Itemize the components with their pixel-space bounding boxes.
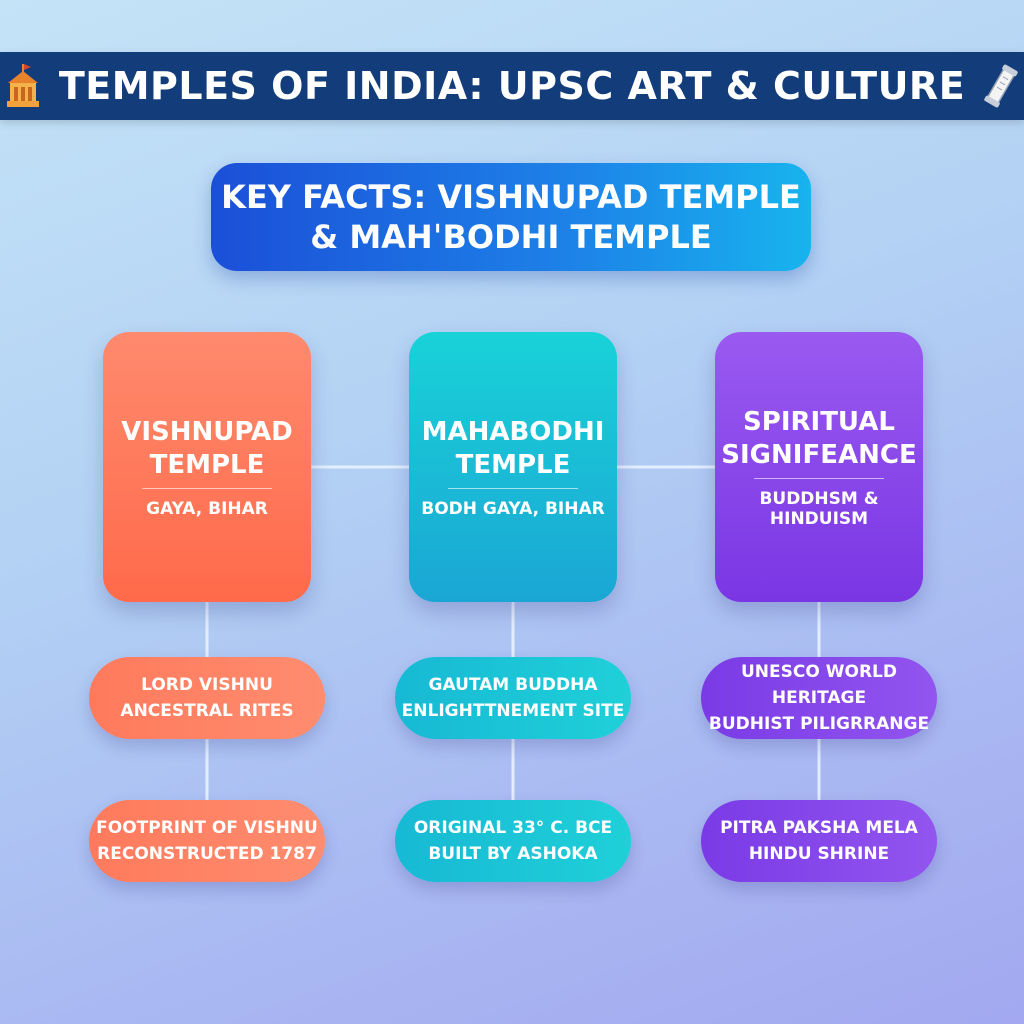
fact-pill: FOOTPRINT OF VISHNU RECONSTRUCTED 1787 xyxy=(89,800,325,882)
scroll-icon xyxy=(984,64,1018,108)
card-spiritual-significance: SPIRITUAL SIGNIFEANCE BUDDHSM & HINDUISM xyxy=(715,332,923,602)
page-title: TEMPLES OF INDIA: UPSC ART & CULTURE xyxy=(58,64,966,108)
card-divider xyxy=(142,487,272,489)
card-subtitle: BODH GAYA, BIHAR xyxy=(421,498,605,519)
card-subtitle: BUDDHSM & HINDUISM xyxy=(759,488,879,529)
key-facts-heading: KEY FACTS: VISHNUPAD TEMPLE & MAHˈBODHI … xyxy=(211,163,811,271)
key-facts-heading-text: KEY FACTS: VISHNUPAD TEMPLE & MAHˈBODHI … xyxy=(221,178,801,256)
card-divider xyxy=(448,487,578,489)
card-vishnupad-temple: VISHNUPAD TEMPLE GAYA, BIHAR xyxy=(103,332,311,602)
card-title: SPIRITUAL SIGNIFEANCE xyxy=(721,406,917,470)
fact-pill: PITRA PAKSHA MELA HINDU SHRINE xyxy=(701,800,937,882)
card-title: VISHNUPAD TEMPLE xyxy=(121,416,293,480)
fact-pill: GAUTAM BUDDHA ENLIGHTTNEMENT SITE xyxy=(395,657,631,739)
fact-pill: ORIGINAL 33° C. BCE BUILT BY ASHOKA xyxy=(395,800,631,882)
header-banner: TEMPLES OF INDIA: UPSC ART & CULTURE xyxy=(0,52,1024,120)
card-subtitle: GAYA, BIHAR xyxy=(146,498,268,519)
card-divider xyxy=(754,477,884,479)
card-mahabodhi-temple: MAHABODHI TEMPLE BODH GAYA, BIHAR xyxy=(409,332,617,602)
card-title: MAHABODHI TEMPLE xyxy=(421,416,605,480)
fact-pill: UNESCO WORLD HERITAGE BUDHIST PILIGRRANG… xyxy=(701,657,937,739)
fact-pill: LORD VISHNU ANCESTRAL RITES xyxy=(89,657,325,739)
temple-icon xyxy=(6,64,39,107)
